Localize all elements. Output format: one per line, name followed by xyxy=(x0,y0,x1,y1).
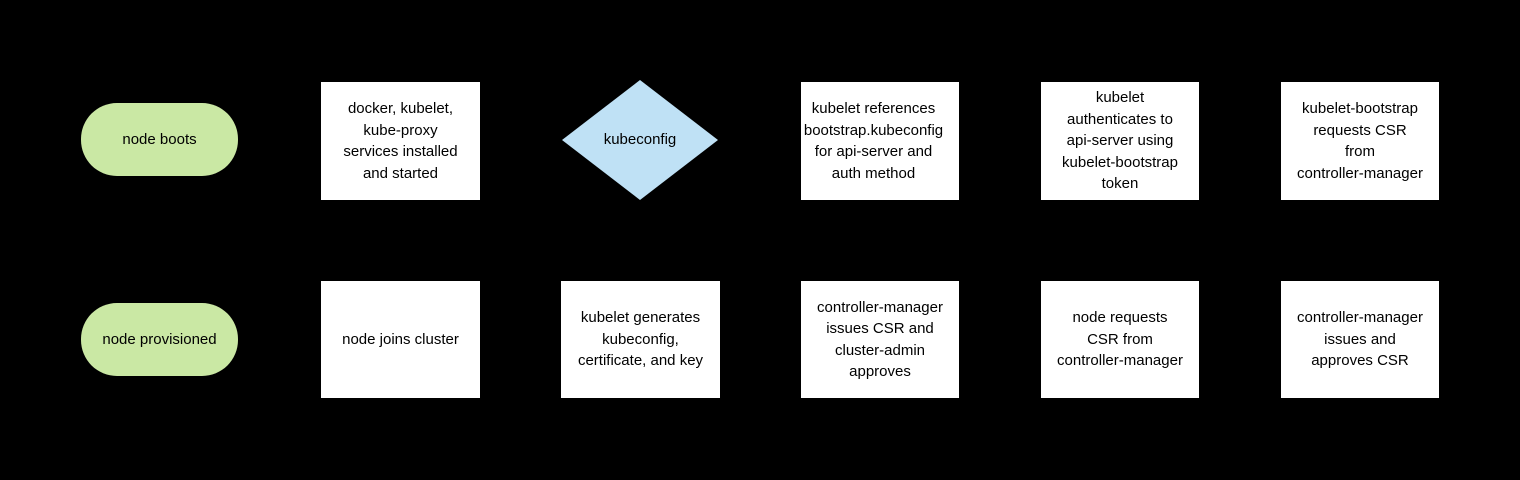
flow-node-label: kubelet generates kubeconfig, certificat… xyxy=(577,309,704,370)
flow-node-bootstrap-requests-csr[interactable]: kubelet-bootstrap requests CSR from cont… xyxy=(1281,82,1439,200)
flow-node-kubelet-generates[interactable]: kubelet generates kubeconfig, certificat… xyxy=(561,281,720,398)
flow-node-label: node requests CSR from controller-manage… xyxy=(1057,309,1183,370)
flow-node-label: node boots xyxy=(122,130,197,148)
flow-node-label: docker, kubelet, kube-proxy services ins… xyxy=(343,100,458,182)
flow-node-node-provisioned[interactable]: node provisioned xyxy=(81,303,238,376)
flow-node-kubeconfig-decision[interactable]: kubeconfig xyxy=(562,80,718,200)
flow-node-services-installed[interactable]: docker, kubelet, kube-proxy services ins… xyxy=(321,82,480,200)
flow-node-controller-approves-csr[interactable]: controller-manager issues and approves C… xyxy=(1281,281,1439,398)
flow-node-label: kubelet authenticates to api-server usin… xyxy=(1062,89,1178,193)
flow-node-controller-issues-csr[interactable]: controller-manager issues CSR and cluste… xyxy=(801,281,959,398)
flow-node-label: kubelet references bootstrap.kubeconfig … xyxy=(803,100,944,182)
flow-node-node-requests-csr[interactable]: node requests CSR from controller-manage… xyxy=(1041,281,1199,398)
flow-node-label: controller-manager issues and approves C… xyxy=(1297,309,1423,370)
flow-node-label: kubelet-bootstrap requests CSR from cont… xyxy=(1297,100,1423,182)
flow-node-label: node joins cluster xyxy=(342,330,459,348)
flow-node-kubelet-references-bootstrap[interactable]: kubelet references bootstrap.kubeconfig … xyxy=(801,82,959,200)
flow-node-kubelet-authenticates[interactable]: kubelet authenticates to api-server usin… xyxy=(1041,82,1199,200)
flow-node-label: kubeconfig xyxy=(603,131,677,149)
flow-node-node-boots[interactable]: node boots xyxy=(81,103,238,176)
flow-node-node-joins-cluster[interactable]: node joins cluster xyxy=(321,281,480,398)
flow-node-label: node provisioned xyxy=(102,330,217,348)
flow-node-label: controller-manager issues CSR and cluste… xyxy=(817,298,943,381)
